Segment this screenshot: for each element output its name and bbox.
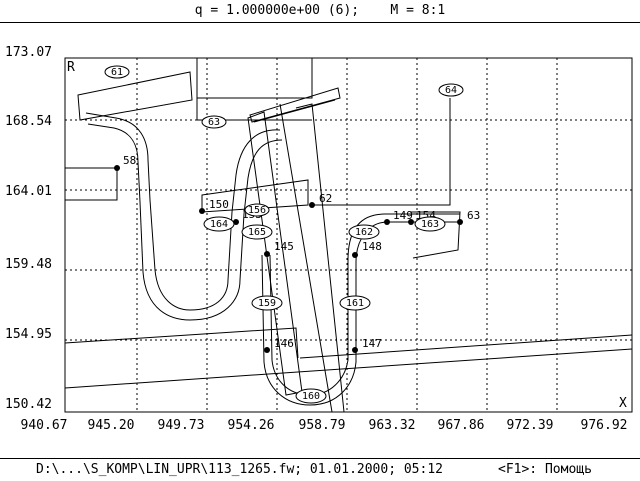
- point-147[interactable]: 147: [352, 337, 382, 353]
- title-text: q = 1.000000e+00 (6); M = 8:1: [194, 3, 446, 18]
- point-label: 62: [319, 192, 332, 205]
- y-tick-0: 173.07: [5, 45, 52, 60]
- tag-156[interactable]: 156: [244, 203, 270, 217]
- y-tick-3: 159.48: [5, 257, 52, 272]
- tag-label: 161: [346, 298, 364, 309]
- tag-64[interactable]: 64: [438, 83, 464, 97]
- segment-tags[interactable]: 61 63 64 164 165 156 162 163: [104, 65, 464, 404]
- tag-label: 163: [421, 219, 439, 230]
- y-tick-1: 168.54: [5, 114, 52, 129]
- tag-label: 159: [258, 298, 276, 309]
- y-tick-5: 150.42: [5, 397, 52, 412]
- tag-label: 64: [445, 85, 457, 96]
- y-tick-2: 164.01: [5, 184, 52, 199]
- title-bar: q = 1.000000e+00 (6); M = 8:1: [0, 0, 640, 23]
- point-label: 146: [274, 337, 294, 350]
- x-tick-2: 949.73: [158, 418, 205, 433]
- point-label: 149: [393, 209, 413, 222]
- point-label: 148: [362, 240, 382, 253]
- axis-x-label: X: [619, 396, 627, 411]
- y-tick-4: 154.95: [5, 327, 52, 342]
- axis-r-label: R: [67, 60, 75, 75]
- point-63[interactable]: 63: [457, 209, 480, 225]
- status-file-path: D:\...\S_KOMP\LIN_UPR\113_1265.fw; 01.01…: [36, 462, 443, 477]
- tag-label: 61: [111, 67, 123, 78]
- tag-label: 160: [302, 391, 320, 402]
- status-bar: D:\...\S_KOMP\LIN_UPR\113_1265.fw; 01.01…: [0, 458, 640, 481]
- tag-159[interactable]: 159: [251, 295, 283, 311]
- tag-label: 164: [210, 219, 228, 230]
- point-label: 150: [209, 198, 229, 211]
- x-tick-5: 963.32: [369, 418, 416, 433]
- point-149[interactable]: 149: [384, 209, 413, 225]
- x-tick-4: 958.79: [299, 418, 346, 433]
- plot-frame: [64, 57, 633, 413]
- tag-label: 63: [208, 117, 220, 128]
- point-label: 63: [467, 209, 480, 222]
- point-146[interactable]: 146: [264, 337, 294, 353]
- point-label: 145: [274, 240, 294, 253]
- point-label: 147: [362, 337, 382, 350]
- road-curve: [85, 112, 460, 406]
- point-150[interactable]: 150: [199, 198, 229, 214]
- tag-163[interactable]: 163: [414, 216, 446, 232]
- point-58[interactable]: 58: [114, 154, 136, 171]
- tag-61[interactable]: 61: [104, 65, 130, 79]
- help-hint[interactable]: <F1>: Помощь: [498, 462, 592, 477]
- tag-label: 156: [248, 205, 266, 216]
- x-tick-6: 967.86: [438, 418, 485, 433]
- point-label: 58: [123, 154, 136, 167]
- x-tick-8: 976.92: [581, 418, 628, 433]
- x-tick-0: 940.67: [21, 418, 68, 433]
- point-145[interactable]: 145: [264, 240, 294, 257]
- point-148[interactable]: 148: [352, 240, 382, 258]
- tag-165[interactable]: 165: [241, 224, 273, 240]
- tag-label: 165: [248, 227, 266, 238]
- tag-160[interactable]: 160: [295, 388, 327, 404]
- survey-points[interactable]: 58 150 153 145 62 149 154 63: [114, 154, 480, 353]
- grid: [65, 58, 632, 412]
- tag-164[interactable]: 164: [203, 216, 235, 232]
- x-tick-7: 972.39: [507, 418, 554, 433]
- tag-161[interactable]: 161: [339, 295, 371, 311]
- x-tick-1: 945.20: [88, 418, 135, 433]
- tag-label: 162: [355, 227, 373, 238]
- point-62[interactable]: 62: [309, 192, 332, 208]
- x-tick-3: 954.26: [228, 418, 275, 433]
- tag-162[interactable]: 162: [348, 224, 380, 240]
- tag-63[interactable]: 63: [201, 115, 227, 129]
